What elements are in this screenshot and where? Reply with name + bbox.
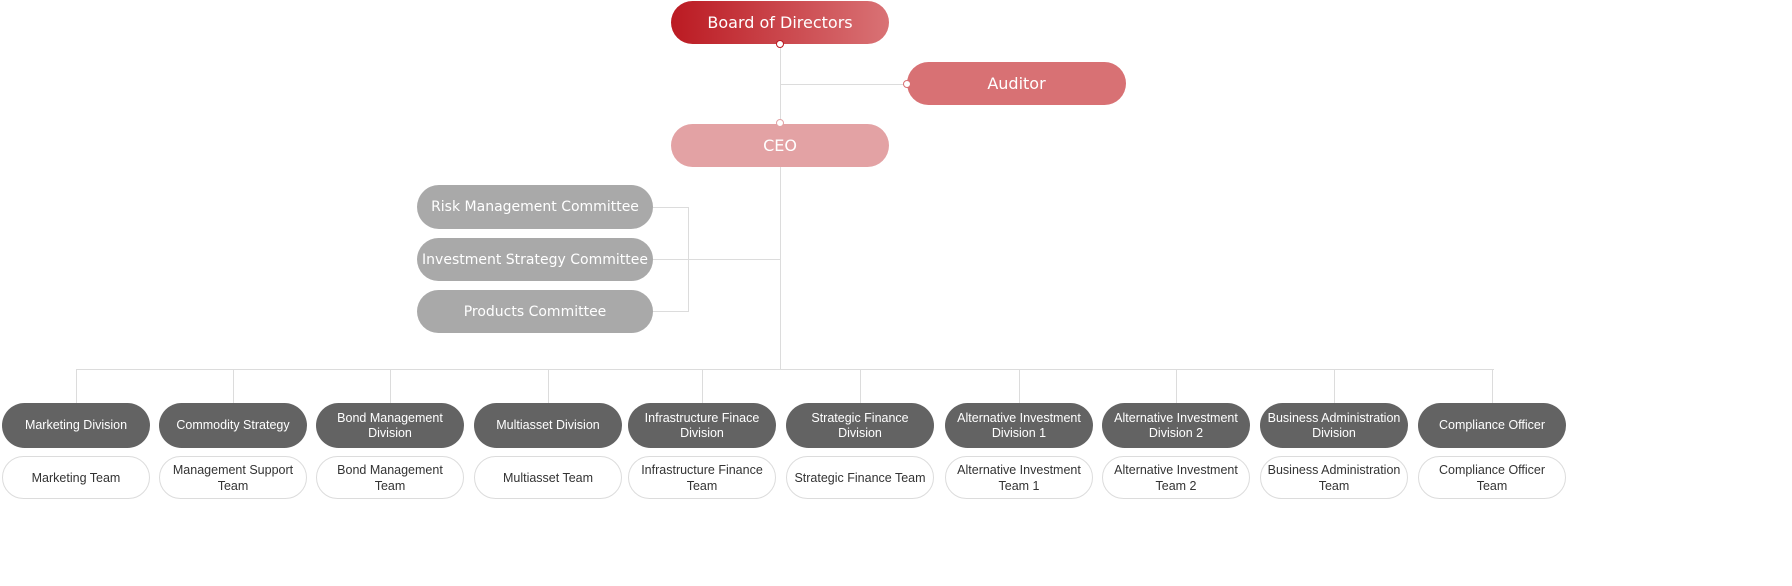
division-drop-line	[1019, 369, 1020, 403]
connector-dot	[776, 119, 784, 127]
division-drop-line	[390, 369, 391, 403]
team-node: Multiasset Team	[474, 456, 622, 499]
division-node: Infrastructure Finace Division	[628, 403, 776, 448]
auditor-node: Auditor	[907, 62, 1126, 105]
division-node: Strategic Finance Division	[786, 403, 934, 448]
committee-investment-strategy: Investment Strategy Committee	[417, 238, 653, 281]
committee-bracket-top	[653, 207, 688, 208]
division-node: Marketing Division	[2, 403, 150, 448]
division-drop-line	[76, 369, 77, 403]
team-node: Business Administration Team	[1260, 456, 1408, 499]
connector-dot	[776, 40, 784, 48]
committee-bracket-bottom	[653, 311, 688, 312]
team-node: Infrastructure Finance Team	[628, 456, 776, 499]
ceo-node: CEO	[671, 124, 889, 167]
team-node: Alternative Investment Team 1	[945, 456, 1093, 499]
division-node: Compliance Officer	[1418, 403, 1566, 448]
committee-products: Products Committee	[417, 290, 653, 333]
division-node: Multiasset Division	[474, 403, 622, 448]
division-drop-line	[1334, 369, 1335, 403]
team-node: Strategic Finance Team	[786, 456, 934, 499]
team-node: Compliance Officer Team	[1418, 456, 1566, 499]
team-node: Marketing Team	[2, 456, 150, 499]
board-ceo-line	[780, 44, 781, 369]
division-node: Commodity Strategy	[159, 403, 307, 448]
auditor-line	[780, 84, 907, 85]
division-drop-line	[1492, 369, 1493, 403]
division-drop-line	[233, 369, 234, 403]
team-node: Bond Management Team	[316, 456, 464, 499]
connector-dot	[903, 80, 911, 88]
division-node: Alternative Investment Division 1	[945, 403, 1093, 448]
team-node: Alternative Investment Team 2	[1102, 456, 1250, 499]
committee-bracket	[688, 207, 689, 312]
division-bus-line	[76, 369, 1494, 370]
board-of-directors-node: Board of Directors	[671, 1, 889, 44]
team-node: Management Support Team	[159, 456, 307, 499]
committee-line	[653, 259, 780, 260]
division-node: Bond Management Division	[316, 403, 464, 448]
division-node: Business Administration Division	[1260, 403, 1408, 448]
division-node: Alternative Investment Division 2	[1102, 403, 1250, 448]
committee-risk-management: Risk Management Committee	[417, 185, 653, 229]
division-drop-line	[702, 369, 703, 403]
division-drop-line	[1176, 369, 1177, 403]
division-drop-line	[860, 369, 861, 403]
division-drop-line	[548, 369, 549, 403]
